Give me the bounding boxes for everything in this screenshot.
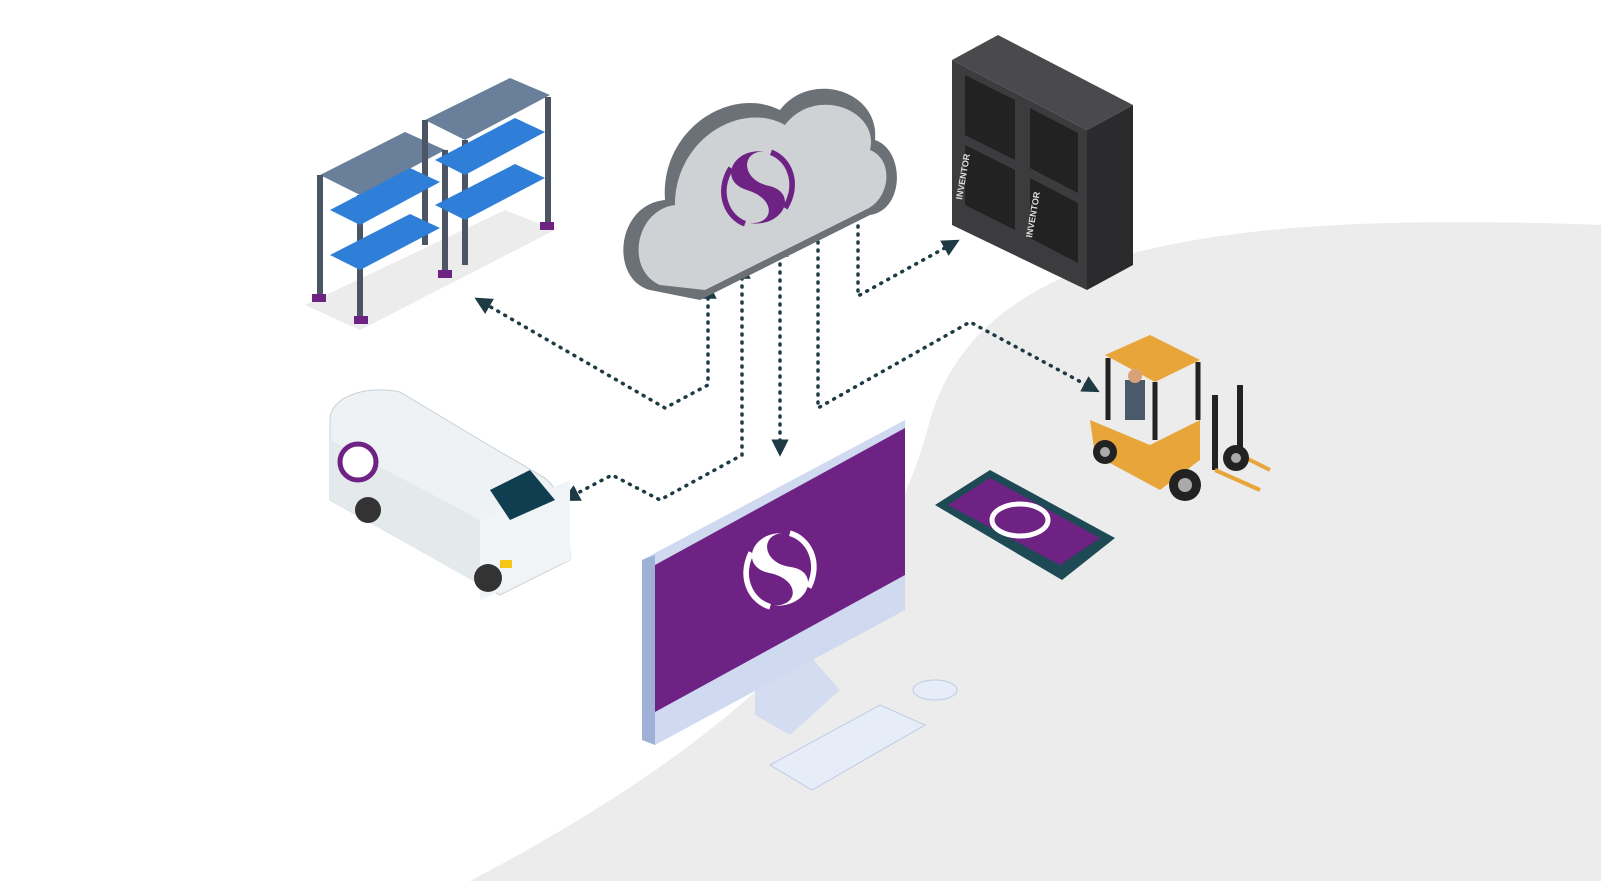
server-cabinet-icon: INVENTOR INVENTOR	[952, 35, 1133, 290]
connector-van	[562, 261, 751, 502]
van-sync-logo-icon	[337, 441, 379, 483]
connector-forklift	[809, 217, 1100, 412]
phone-logo-icon	[989, 501, 1051, 539]
warehouse-shelving-icon	[305, 78, 555, 330]
connectors	[474, 193, 1100, 502]
desktop-computer-icon	[642, 420, 958, 791]
forklift-icon	[1090, 335, 1271, 501]
connector-server	[849, 193, 960, 299]
delivery-van-icon	[329, 389, 571, 600]
connector-shelving	[474, 281, 717, 411]
smartphone-icon	[935, 470, 1115, 580]
cloud-icon	[623, 88, 897, 300]
